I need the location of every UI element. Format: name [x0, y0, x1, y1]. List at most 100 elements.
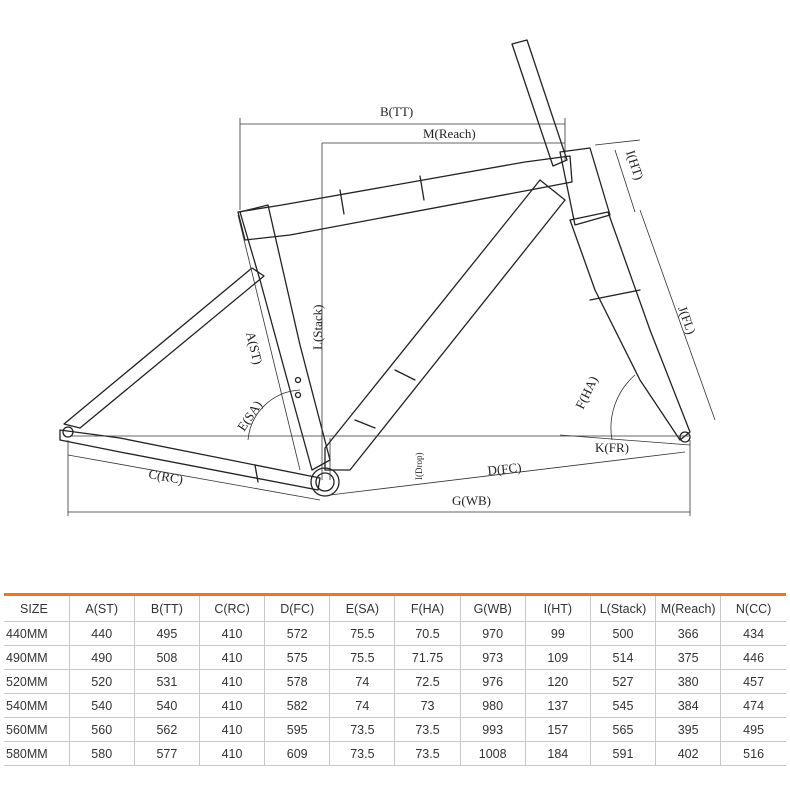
- column-header: B(TT): [134, 594, 200, 622]
- value-cell: 184: [525, 741, 591, 766]
- value-cell: 531: [134, 669, 200, 694]
- column-header: L(Stack): [590, 594, 657, 622]
- sa-label: E(SA): [234, 398, 265, 434]
- value-cell: 109: [525, 645, 591, 670]
- value-cell: 993: [460, 717, 526, 742]
- size-cell: 440MM: [4, 621, 70, 646]
- ht-dim-line: [594, 139, 641, 146]
- size-cell: 560MM: [4, 717, 70, 742]
- value-cell: 73.5: [394, 717, 461, 742]
- fc-dim-line: [329, 451, 686, 496]
- value-cell: 74: [329, 693, 396, 718]
- column-header: C(RC): [199, 594, 266, 622]
- value-cell: 402: [655, 741, 722, 766]
- value-cell: 410: [199, 717, 266, 742]
- value-cell: 591: [590, 741, 657, 766]
- tt-label: B(TT): [380, 104, 413, 119]
- value-cell: 577: [134, 741, 200, 766]
- value-cell: 410: [199, 693, 266, 718]
- seatpost: [511, 39, 568, 167]
- value-cell: 980: [460, 693, 526, 718]
- size-cell: 540MM: [4, 693, 70, 718]
- sa-angle-arc: [247, 389, 301, 441]
- down-tube: [324, 179, 566, 471]
- column-header: F(HA): [394, 594, 461, 622]
- fl-label: J(FL): [675, 304, 699, 336]
- value-cell: 137: [525, 693, 591, 718]
- value-cell: 973: [460, 645, 526, 670]
- frame-geometry-diagram: B(TT) M(Reach) I(HT) J(FL) L(Stack) A(ST…: [59, 39, 716, 516]
- value-cell: 410: [199, 741, 266, 766]
- column-header: N(CC): [720, 594, 786, 622]
- value-cell: 595: [264, 717, 331, 742]
- column-header: SIZE: [4, 594, 70, 622]
- st-dim-line: [237, 214, 301, 471]
- value-cell: 440: [69, 621, 135, 646]
- value-cell: 157: [525, 717, 591, 742]
- value-cell: 495: [720, 717, 786, 742]
- ht-label: I(HT): [623, 148, 647, 181]
- head-tube: [559, 147, 611, 226]
- value-cell: 380: [655, 669, 722, 694]
- value-cell: 457: [720, 669, 786, 694]
- value-cell: 495: [134, 621, 200, 646]
- chain-stay: [59, 429, 321, 491]
- value-cell: 446: [720, 645, 786, 670]
- value-cell: 75.5: [329, 645, 396, 670]
- column-header: M(Reach): [655, 594, 722, 622]
- column-header: G(WB): [460, 594, 526, 622]
- value-cell: 540: [134, 693, 200, 718]
- column-header: E(SA): [329, 594, 396, 622]
- value-cell: 1008: [460, 741, 526, 766]
- value-cell: 508: [134, 645, 200, 670]
- value-cell: 73.5: [329, 717, 396, 742]
- value-cell: 410: [199, 669, 266, 694]
- value-cell: 514: [590, 645, 657, 670]
- front-dropout: [679, 431, 691, 443]
- value-cell: 575: [264, 645, 331, 670]
- rear-dropout: [62, 426, 74, 438]
- size-cell: 520MM: [4, 669, 70, 694]
- seat-stay: [63, 267, 265, 429]
- value-cell: 74: [329, 669, 396, 694]
- value-cell: 609: [264, 741, 331, 766]
- fc-label: D(FC): [487, 460, 522, 478]
- value-cell: 72.5: [394, 669, 461, 694]
- stack-label: L(Stack): [310, 305, 325, 350]
- value-cell: 71.75: [394, 645, 461, 670]
- value-cell: 520: [69, 669, 135, 694]
- value-cell: 970: [460, 621, 526, 646]
- top-tube: [237, 155, 573, 241]
- column-header: A(ST): [69, 594, 135, 622]
- value-cell: 516: [720, 741, 786, 766]
- column-header: I(HT): [525, 594, 591, 622]
- value-cell: 375: [655, 645, 722, 670]
- value-cell: 384: [655, 693, 722, 718]
- size-cell: 490MM: [4, 645, 70, 670]
- bottom-bracket: [310, 467, 340, 497]
- value-cell: 490: [69, 645, 135, 670]
- fr-label: K(FR): [595, 440, 629, 455]
- value-cell: 73.5: [394, 741, 461, 766]
- fl-dim-line: [639, 209, 716, 421]
- value-cell: 434: [720, 621, 786, 646]
- column-header: D(FC): [264, 594, 331, 622]
- value-cell: 572: [264, 621, 331, 646]
- seat-tube: [239, 204, 331, 471]
- wb-label: G(WB): [452, 493, 491, 508]
- value-cell: 540: [69, 693, 135, 718]
- value-cell: 73: [394, 693, 461, 718]
- value-cell: 474: [720, 693, 786, 718]
- value-cell: 410: [199, 621, 266, 646]
- value-cell: 410: [199, 645, 266, 670]
- reach-label: M(Reach): [423, 126, 476, 141]
